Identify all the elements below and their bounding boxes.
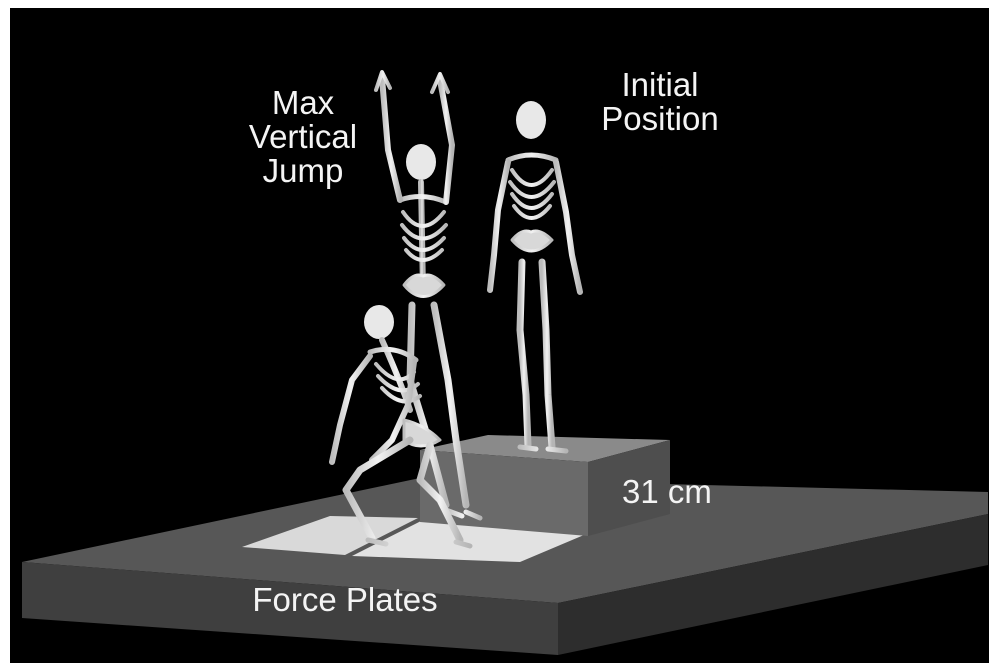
label-force-plates: Force Plates — [215, 583, 475, 617]
skull — [516, 101, 546, 139]
label-max-vertical-jump: Max Vertical Jump — [238, 86, 368, 188]
skull — [406, 144, 436, 180]
label-line: Jump — [238, 154, 368, 188]
label-line: Position — [585, 102, 735, 136]
skull — [364, 305, 394, 339]
label-line: Initial — [585, 68, 735, 102]
label-line: Max — [238, 86, 368, 120]
label-initial-position: Initial Position — [585, 68, 735, 136]
label-line: Vertical — [238, 120, 368, 154]
label-box-height: 31 cm — [622, 475, 732, 509]
